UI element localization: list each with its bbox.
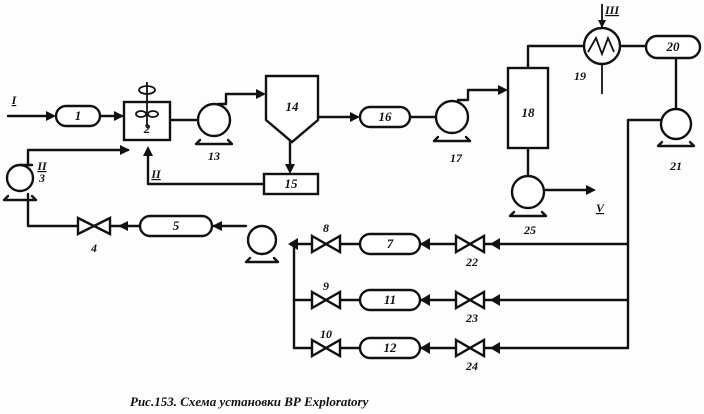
arrow-icon [498, 85, 508, 95]
valve-8-label: 8 [323, 221, 329, 235]
stream-II-label-a: II [36, 159, 48, 173]
arrow-icon [420, 238, 430, 250]
valve-23-label: 23 [465, 311, 478, 325]
mixer-2-label: 2 [143, 121, 151, 136]
valve-4 [76, 216, 112, 236]
arrow-icon [114, 111, 124, 121]
stream-II-label-b: II [150, 167, 162, 181]
unit-11-label: 11 [384, 292, 396, 307]
arrow-icon [285, 164, 295, 174]
arrow-icon [490, 342, 500, 354]
line-3-2 [26, 148, 130, 166]
arrow-icon [143, 146, 153, 156]
unit-15 [262, 172, 320, 196]
pump-25 [508, 174, 548, 218]
arrow-icon [420, 342, 430, 354]
line-18-19 [526, 44, 586, 70]
arrow-icon [288, 238, 298, 250]
pump-17 [432, 99, 472, 143]
arrow-icon [490, 238, 500, 250]
pump-3 [2, 163, 38, 202]
arrow-icon [350, 112, 360, 122]
column-18 [506, 66, 550, 150]
valve-10-label: 10 [320, 327, 332, 341]
unit-15-label: 15 [285, 176, 299, 191]
unit-5-label: 5 [173, 218, 180, 233]
return-header [626, 118, 662, 350]
pump-13 [194, 102, 234, 146]
pump-17-label: 17 [450, 151, 463, 165]
recycle-line-15-2 [146, 150, 266, 186]
arrow-icon [118, 221, 128, 231]
agitator-motor-icon [138, 85, 156, 95]
unit-12-label: 12 [384, 340, 398, 355]
exchanger-19-label: 19 [574, 69, 586, 83]
pump-3-label: 3 [38, 171, 45, 185]
arrow-icon [586, 185, 596, 195]
unit-7 [358, 232, 422, 256]
arrow-icon [256, 89, 266, 99]
arrow-icon [212, 221, 222, 231]
valve-24-label: 24 [465, 359, 478, 373]
vessel-14-label: 14 [286, 99, 300, 114]
agitator-blade-icon [147, 110, 159, 118]
line-17-18 [456, 88, 506, 102]
arrow-icon [490, 294, 500, 306]
valve-9 [310, 289, 342, 311]
unit-16 [358, 105, 412, 129]
figure-caption: Рис.153. Схема установки ВР Exploratory [130, 394, 369, 409]
arrow-icon [46, 111, 56, 121]
pump-25-label: 25 [523, 223, 536, 237]
piping [6, 4, 678, 354]
pump-13-label: 13 [208, 149, 220, 163]
unit-11 [358, 288, 422, 312]
column-18-label: 18 [522, 105, 536, 120]
valve-22-label: 22 [465, 255, 478, 269]
unit-20 [644, 34, 702, 60]
valve-23 [454, 289, 486, 311]
pump-6 [244, 224, 280, 264]
unit-1 [54, 104, 102, 128]
stream-V-label: V [596, 201, 605, 215]
unit-20-label: 20 [666, 39, 681, 54]
valve-8 [310, 233, 342, 255]
heat-exchanger-19 [582, 26, 622, 66]
valve-10 [310, 337, 342, 359]
valve-24 [454, 337, 486, 359]
arrow-icon [120, 145, 130, 155]
vessel-14 [264, 74, 320, 144]
valve-9-label: 9 [323, 279, 329, 293]
stream-III-label: III [604, 3, 620, 17]
unit-7-label: 7 [387, 236, 394, 251]
unit-16-label: 16 [379, 109, 393, 124]
unit-1-label: 1 [75, 108, 82, 123]
pump-21 [656, 107, 696, 148]
pump-21-label: 21 [669, 159, 682, 173]
arrow-icon [420, 294, 430, 306]
valve-4-label: 4 [90, 241, 97, 255]
line-13-14 [216, 92, 264, 106]
stream-I-label: I [11, 93, 18, 107]
arrow-icon [598, 20, 606, 28]
unit-5 [138, 214, 214, 238]
unit-12 [358, 336, 422, 360]
agitator-blade-icon [135, 110, 147, 118]
valve-22 [454, 233, 486, 255]
